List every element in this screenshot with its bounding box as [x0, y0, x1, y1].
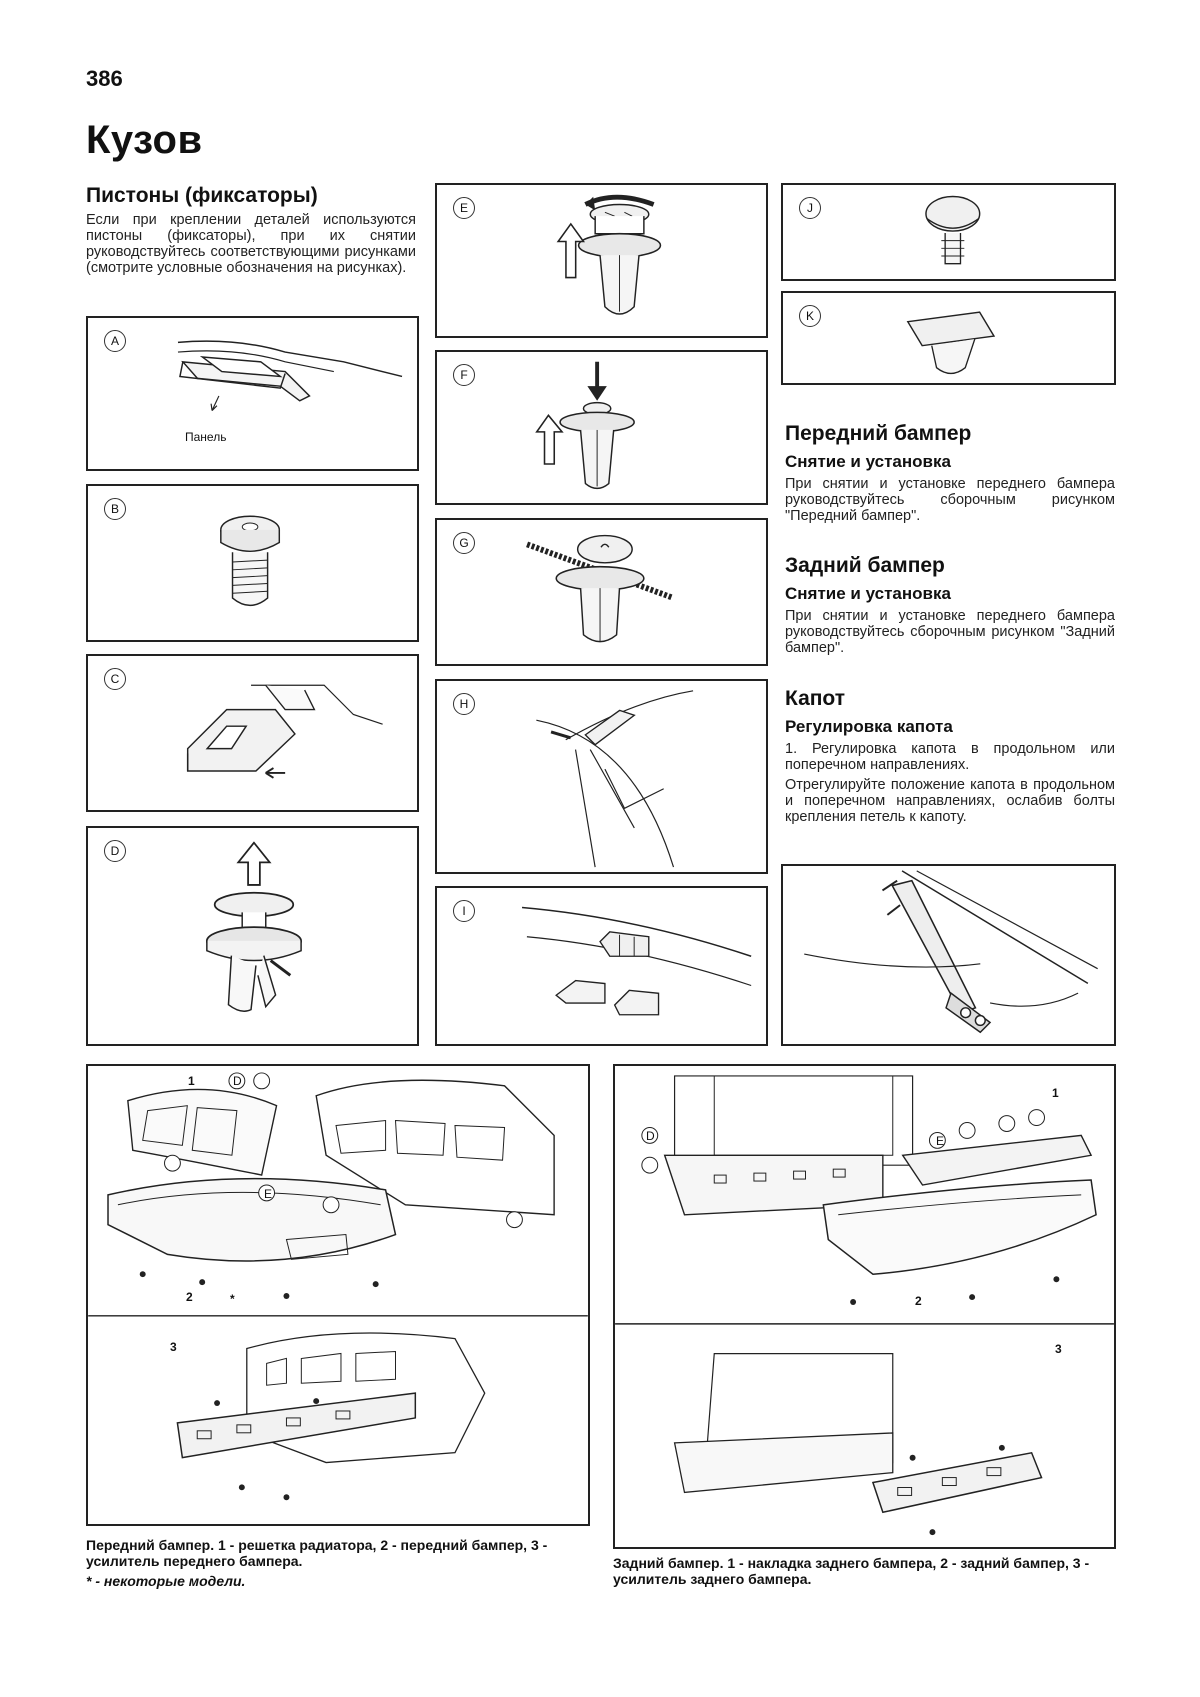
- figure-j: J: [781, 183, 1116, 281]
- clip-b-drawing: [220, 515, 281, 607]
- chapter-title: Кузов: [86, 118, 203, 162]
- rear-bumper-text: При снятии и установке переднего бампера…: [785, 608, 1115, 656]
- figure-label-g: G: [453, 532, 475, 554]
- front-bumper-diagram: 1 2 3 * D E: [86, 1064, 590, 1526]
- front-bumper-note: * - некоторые модели.: [86, 1573, 246, 1589]
- figure-b: B: [86, 484, 419, 642]
- clip-e-drawing: [556, 194, 662, 315]
- rear-label-3: 3: [1055, 1342, 1062, 1356]
- clip-c-drawing: [186, 684, 383, 779]
- rear-bumper-title: Задний бампер: [785, 554, 945, 577]
- rear-callout-d: D: [646, 1129, 655, 1143]
- figure-d: D: [86, 826, 419, 1046]
- front-label-1: 1: [188, 1074, 195, 1088]
- clip-i-drawing: [521, 906, 752, 1016]
- clip-g-drawing: [526, 534, 675, 643]
- clip-a-drawing: [177, 340, 403, 411]
- rear-bumper-subtitle: Снятие и установка: [785, 584, 951, 603]
- figure-a: A Панель: [86, 316, 419, 471]
- front-label-3: 3: [170, 1340, 177, 1354]
- figure-f: F: [435, 350, 768, 505]
- figure-label-a: A: [104, 330, 126, 352]
- front-callout-e: E: [264, 1187, 273, 1201]
- front-bumper-text: При снятии и установке переднего бампера…: [785, 476, 1115, 524]
- figure-c: C: [86, 654, 419, 812]
- rear-label-1: 1: [1052, 1086, 1059, 1100]
- figure-label-f: F: [453, 364, 475, 386]
- figure-label-c: C: [104, 668, 126, 690]
- front-label-star: *: [230, 1292, 235, 1306]
- hood-hinge-drawing: [804, 870, 1098, 1034]
- figure-label-k: K: [799, 305, 821, 327]
- hood-item-1: 1. Регулировка капота в продольном или п…: [785, 741, 1115, 773]
- rear-label-2: 2: [915, 1294, 922, 1308]
- figure-label-e: E: [453, 197, 475, 219]
- front-bumper-title: Передний бампер: [785, 422, 972, 445]
- hood-hinge-figure: [781, 864, 1116, 1046]
- hood-subtitle: Регулировка капота: [785, 717, 953, 736]
- figure-label-i: I: [453, 900, 475, 922]
- front-bumper-caption: Передний бампер. 1 - решетка радиатора, …: [86, 1537, 548, 1569]
- rear-callout-e: E: [936, 1134, 945, 1148]
- rear-bumper-drawing: [615, 1075, 1114, 1536]
- figure-g: G: [435, 518, 768, 666]
- figure-label-b: B: [104, 498, 126, 520]
- clip-d-drawing: [205, 841, 302, 1012]
- front-bumper-drawing: [88, 1072, 588, 1501]
- figure-label-d: D: [104, 840, 126, 862]
- clip-j-drawing: [925, 195, 981, 265]
- hood-item-1-text: Отрегулируйте положение капота в продоль…: [785, 777, 1115, 825]
- clips-title: Пистоны (фиксаторы): [86, 184, 318, 207]
- clip-k-drawing: [906, 311, 996, 375]
- page-number: 386: [86, 66, 123, 91]
- figure-e: E: [435, 183, 768, 338]
- figure-i: I: [435, 886, 768, 1046]
- panel-label: Панель: [185, 430, 227, 444]
- clip-h-drawing: [536, 690, 694, 868]
- front-bumper-subtitle: Снятие и установка: [785, 452, 951, 471]
- clips-text: Если при креплении деталей используются …: [86, 212, 416, 276]
- rear-bumper-caption: Задний бампер. 1 - накладка заднего бамп…: [613, 1555, 1090, 1587]
- figure-h: H: [435, 679, 768, 874]
- figure-label-h: H: [453, 693, 475, 715]
- front-callout-d: D: [233, 1074, 242, 1088]
- rear-bumper-diagram: 1 2 3 D E: [613, 1064, 1116, 1549]
- figure-label-j: J: [799, 197, 821, 219]
- clip-f-drawing: [535, 361, 635, 490]
- front-label-2: 2: [186, 1290, 193, 1304]
- hood-title: Капот: [785, 687, 846, 710]
- figure-k: K: [781, 291, 1116, 385]
